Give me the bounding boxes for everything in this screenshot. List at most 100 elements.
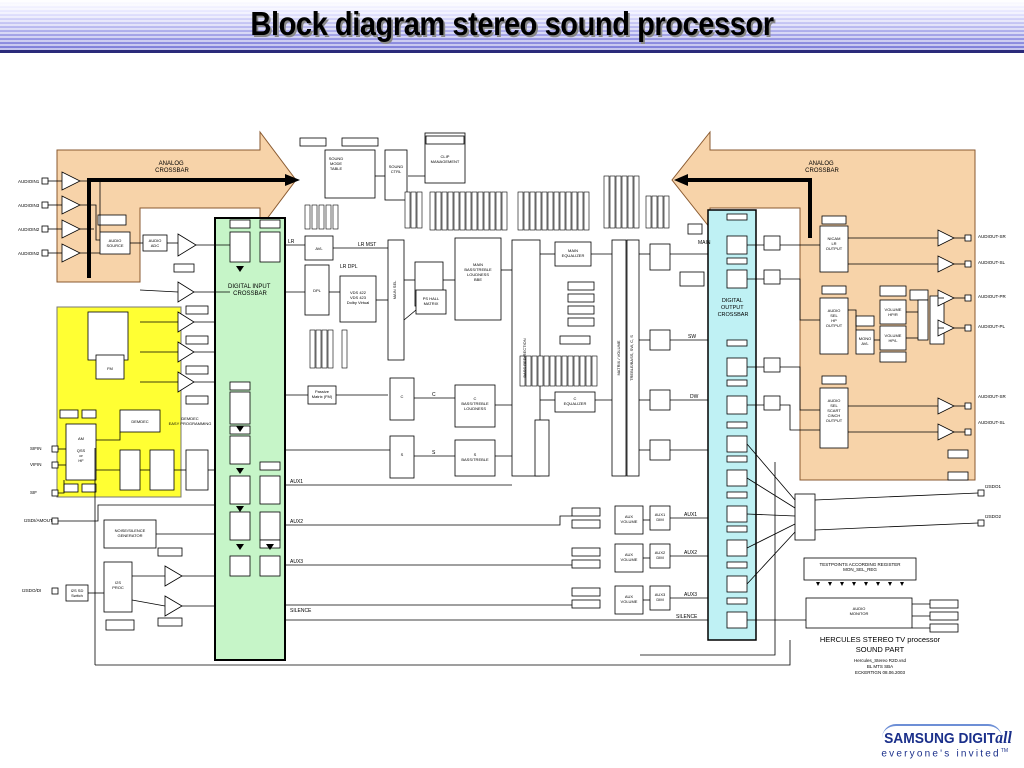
signal-aux1-right: AUX1 (684, 512, 697, 518)
output-label: AUDIOUT-PR (978, 294, 1007, 299)
signal-aux3: AUX3 (290, 559, 303, 565)
output-label: AUDIOUT-SR (978, 394, 1007, 399)
title-stripes (0, 0, 1024, 50)
bass-redirection-label: BASS REDIRECTION (522, 338, 527, 377)
output-label: AUDIOUT-SL (978, 260, 1006, 265)
right-outputs: AUDIOUT-SR AUDIOUT-SL AUDIOUT-PR AUDIOUT… (978, 234, 1007, 519)
digital-output-crossbar-label: DIGITAL OUTPUT CROSSBAR (718, 298, 749, 318)
signal-labels: LR LR MST LR DPL AUX1 AUX2 AUX3 SILENCE … (288, 239, 711, 620)
signal-c: C (432, 392, 436, 398)
main-sel-label: MAIN SEL (392, 280, 397, 299)
caption-line3: Hercules_Stereo R2D.vsd (854, 658, 907, 663)
input-label: AUDIOIN3 (18, 203, 40, 208)
left-inputs: AUDIOIN1 AUDIOIN3 AUDIOIN2 AUDIOIN2 SIFI… (18, 171, 81, 595)
analog-crossbar-left-label: ANALOG CROSSBAR (155, 161, 189, 174)
caption-line5: ECKERTIGN 08.06.2003 (855, 670, 905, 675)
caption-line2: SOUND PART (856, 645, 905, 654)
caption-line4: BL MTS SBA (867, 664, 893, 669)
caption-line1: HERCULES STEREO TV processor (820, 635, 941, 644)
signal-silence: SILENCE (290, 608, 312, 614)
brand-tagline-text: everyone's invited (881, 748, 1001, 760)
signal-s: S (432, 450, 436, 456)
title-bar: Block diagram stereo sound processor (0, 0, 1024, 53)
middle-blocks (299, 132, 640, 479)
brand-tm: TM (1000, 748, 1008, 754)
brand-name: SAMSUNG DIGIT (884, 730, 996, 747)
input-label: AUDIOIN2 (18, 251, 40, 256)
diagram-caption: HERCULES STEREO TV processor SOUND PART … (820, 635, 941, 675)
demdec-label: DEMDEC (131, 419, 148, 424)
input-label: AUDIOIN2 (18, 227, 40, 232)
signal-lr-mst: LR MST (358, 242, 376, 248)
digital-input-arrows (236, 266, 274, 550)
signal-aux3-right: AUX3 (684, 592, 697, 598)
analog-crossbar-right-label: ANALOG CROSSBAR (805, 161, 839, 174)
output-label: AUDIOUT-SR (978, 234, 1007, 239)
fm-label: FM (107, 366, 113, 371)
c-sel-label: C (401, 394, 404, 399)
signal-lr-dpl: LR DPL (340, 264, 358, 270)
dpl-label: DPL (313, 288, 322, 293)
matrix-volume-label: MATRIX / VOLUME (616, 340, 621, 375)
treble-bass-label: TREBLE/BASS, SW, C, S (629, 335, 634, 381)
signal-aux1: AUX1 (290, 479, 303, 485)
signal-main: MAIN (698, 240, 711, 246)
am-label: AM (78, 436, 84, 441)
left-blocks (59, 214, 209, 631)
digital-output-blocks (726, 213, 748, 629)
signal-lr: LR (288, 239, 295, 245)
output-label: AUDIOUT-PL (978, 324, 1006, 329)
logo-wordmark: SAMSUNG DIGITall (884, 728, 1012, 748)
brand-tagline: everyone's invitedTM (881, 748, 1008, 759)
signal-aux2-right: AUX2 (684, 550, 697, 556)
output-label: I2SDO2 (985, 514, 1002, 519)
samsung-logo: SAMSUNG DIGITall everyone's invitedTM (872, 724, 1012, 764)
signal-silence-right: SILENCE (676, 614, 698, 620)
brand-suffix: all (995, 728, 1012, 747)
signal-aux2: AUX2 (290, 519, 303, 525)
right-blocks (763, 215, 985, 633)
signal-sw: SW (688, 334, 696, 340)
logo-swoosh-icon (882, 724, 1002, 738)
signal-wires (58, 175, 979, 666)
input-label: AUDIOIN1 (18, 179, 40, 184)
input-label: VIFIN (30, 462, 42, 467)
input-label: I2SDO/DI (22, 588, 41, 593)
right-middle-blocks (559, 223, 705, 615)
